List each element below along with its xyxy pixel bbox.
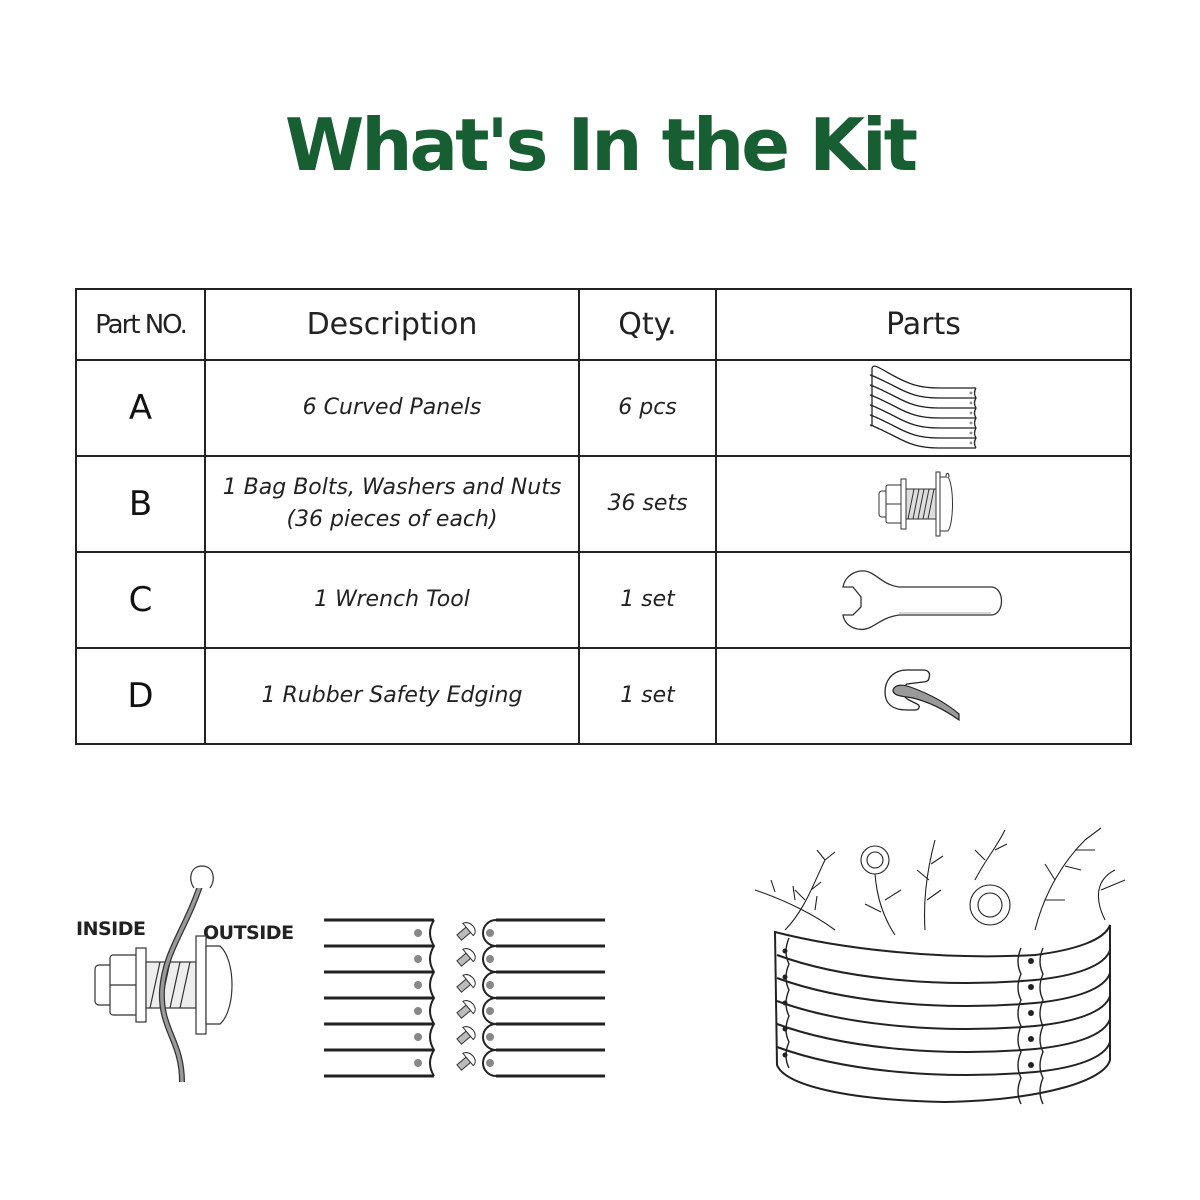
inside-label: INSIDE [76, 918, 146, 940]
part-qty: 1 set [578, 647, 717, 745]
kit-contents-table: Part NO. Description Qty. Parts A 6 Curv… [75, 288, 1132, 745]
part-image [715, 647, 1132, 745]
part-image [715, 359, 1132, 457]
part-image [715, 551, 1132, 649]
edging-install-diagram: INSIDE OUTSIDE [70, 860, 310, 1090]
part-description: 1 Wrench Tool [204, 551, 580, 649]
wrench-icon [841, 570, 1002, 630]
curved-panels-icon [869, 365, 977, 449]
header-qty: Qty. [578, 288, 717, 361]
part-image [715, 455, 1132, 553]
part-no: A [75, 359, 206, 457]
part-qty: 1 set [578, 551, 717, 649]
table-row: B 1 Bag Bolts, Washers and Nuts (36 piec… [75, 455, 1132, 553]
description-line: 1 Wrench Tool [314, 587, 470, 612]
panel-assembly-diagram [320, 912, 610, 1082]
page-title: What's In the Kit [284, 103, 918, 187]
part-description: 1 Bag Bolts, Washers and Nuts (36 pieces… [204, 455, 580, 553]
garden-bed-illustration [745, 820, 1135, 1105]
header-part-no: Part NO. [75, 288, 206, 361]
description-line: (36 pieces of each) [286, 507, 498, 532]
header-parts: Parts [715, 288, 1132, 361]
table-row: D 1 Rubber Safety Edging 1 set [75, 647, 1132, 745]
description-line: 1 Rubber Safety Edging [261, 683, 523, 708]
part-description: 6 Curved Panels [204, 359, 580, 457]
part-description: 1 Rubber Safety Edging [204, 647, 580, 745]
part-no: B [75, 455, 206, 553]
table-header-row: Part NO. Description Qty. Parts [75, 288, 1132, 361]
bolt-with-edging-icon [94, 865, 233, 1083]
table-row: A 6 Curved Panels 6 pcs [75, 359, 1132, 457]
part-qty: 36 sets [578, 455, 717, 553]
header-description: Description [204, 288, 580, 361]
outside-label: OUTSIDE [203, 922, 294, 944]
table-row: C 1 Wrench Tool 1 set [75, 551, 1132, 649]
part-qty: 6 pcs [578, 359, 717, 457]
description-line: 1 Bag Bolts, Washers and Nuts [222, 475, 562, 500]
description-line: 6 Curved Panels [302, 395, 482, 420]
rubber-edging-icon [883, 669, 960, 722]
part-no: C [75, 551, 206, 649]
bolt-washer-nut-icon [878, 471, 953, 537]
part-no: D [75, 647, 206, 745]
